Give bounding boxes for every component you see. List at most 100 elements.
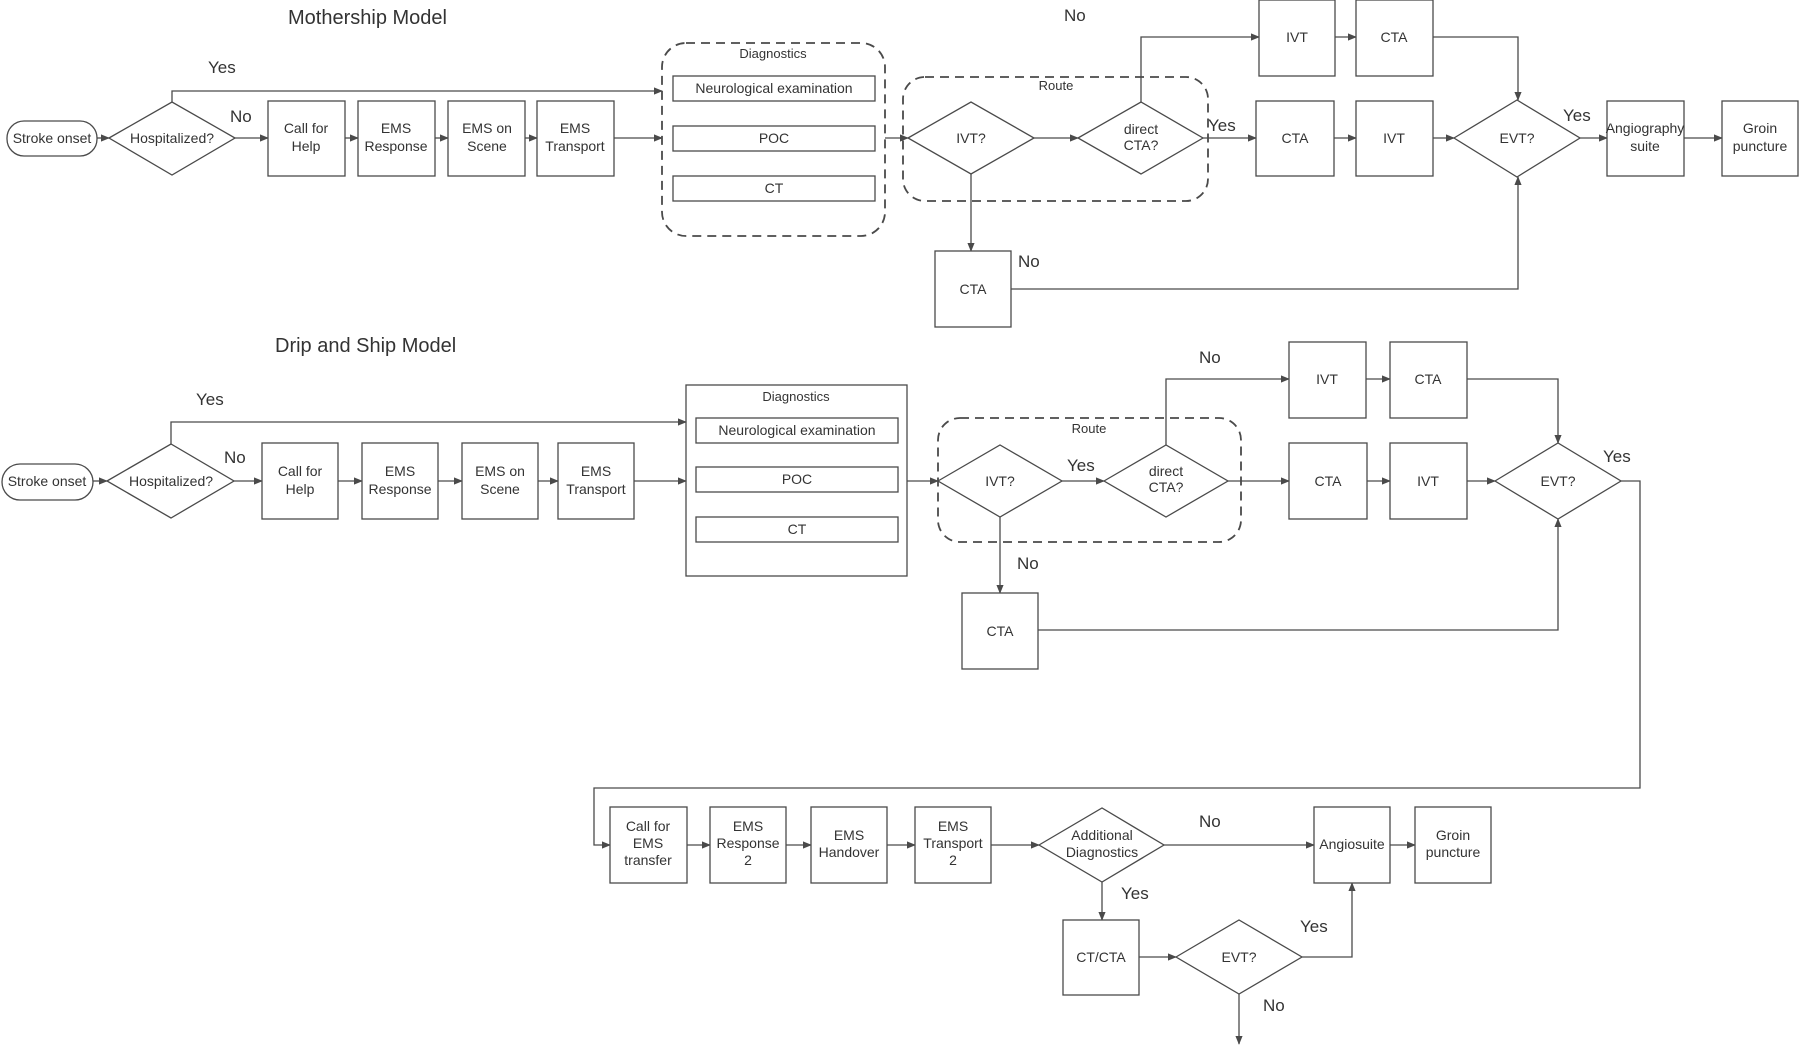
drip-ivt-decision [936, 444, 1064, 518]
drip-ct-node [695, 516, 899, 543]
additional-diagnostics-line2: Diagnostics [1066, 844, 1138, 860]
cta-top-node [1355, 0, 1434, 77]
angiography-line1: Angiography [1606, 120, 1685, 136]
evt-decision-label: EVT? [1499, 130, 1534, 146]
call-transfer-line1: Call for [626, 818, 671, 834]
direct-cta-line1: direct [1124, 121, 1158, 137]
drip-ct-label: CT [788, 521, 807, 537]
drip-direct-cta-line2: CTA? [1149, 479, 1184, 495]
drip-call-help-node [261, 442, 339, 520]
ct-cta-node [1062, 919, 1140, 996]
drip-stroke-onset-node [1, 463, 94, 501]
cta-low-label: CTA [960, 281, 988, 297]
ems-transport2-line1: EMS [938, 818, 968, 834]
ems-response2-line3: 2 [744, 852, 752, 868]
poc-label: POC [759, 130, 789, 146]
call-help-node [267, 100, 346, 177]
groin-line1: Groin [1743, 120, 1777, 136]
ems-transport2-line3: 2 [949, 852, 957, 868]
evt-decision [1452, 99, 1582, 178]
ct-cta-label: CT/CTA [1076, 949, 1126, 965]
neuro-exam-label: Neurological examination [695, 80, 852, 96]
route-label-2: Route [1072, 421, 1107, 436]
ems-response-node [357, 100, 436, 177]
cta-mid-label: CTA [1282, 130, 1310, 146]
mothership-title: Mothership Model [288, 7, 447, 29]
direct-cta-line2: CTA? [1124, 137, 1159, 153]
ems-transport-line1: EMS [560, 120, 590, 136]
angiosuite-node [1313, 806, 1391, 884]
drip-ems-response-node [361, 442, 439, 520]
call-transfer-node [609, 806, 688, 884]
cta-low-node [934, 250, 1012, 328]
call-help-line1: Call for [284, 120, 329, 136]
edge-label-no-evt2: No [1263, 996, 1285, 1015]
drip-edge-label-no-hosp: No [224, 448, 246, 467]
ivt-top-node [1258, 0, 1336, 77]
ems-transport-node [536, 100, 615, 177]
drip-call-help-line2: Help [286, 481, 315, 497]
edge-label-yes-direct: Yes [1208, 116, 1236, 135]
direct-cta-decision [1076, 101, 1205, 175]
drip-ivt-top-label: IVT [1316, 371, 1338, 387]
ivt-mid-label: IVT [1383, 130, 1405, 146]
drip-poc-node [695, 466, 899, 493]
ct-label: CT [765, 180, 784, 196]
ems-scene-line2: Scene [467, 138, 507, 154]
drip-neuro-exam-label: Neurological examination [718, 422, 875, 438]
ivt-mid-node [1355, 100, 1434, 177]
drip-cta-low-label: CTA [987, 623, 1015, 639]
edge-label-no-direct: No [1064, 6, 1086, 25]
edge-label-no-additional: No [1199, 812, 1221, 831]
evt2-decision-label: EVT? [1221, 949, 1256, 965]
ems-transport-line2: Transport [545, 138, 605, 154]
poc-node [672, 125, 876, 152]
ems-transport2-node [914, 806, 992, 884]
drip-neuro-exam-node [695, 417, 899, 444]
drip-edge-label-yes-ivt: Yes [1067, 456, 1095, 475]
evt2-decision [1174, 919, 1304, 995]
ems-scene-node [447, 100, 526, 177]
ivt-decision [906, 101, 1036, 175]
ems-response2-line2: Response [716, 835, 779, 851]
route-group-1 [902, 76, 1209, 202]
drip-edge-label-yes-evt: Yes [1603, 447, 1631, 466]
drip-edge-label-no-direct: No [1199, 348, 1221, 367]
drip-ivt-decision-label: IVT? [985, 473, 1015, 489]
groin-node [1721, 100, 1799, 177]
call-transfer-line3: transfer [624, 852, 672, 868]
drip-ivt-top-node [1288, 341, 1367, 419]
groin-line2: puncture [1733, 138, 1788, 154]
drip-ems-transport-line1: EMS [581, 463, 611, 479]
drip-groin-line2: puncture [1426, 844, 1481, 860]
drip-direct-cta-decision [1102, 444, 1230, 518]
drip-ems-response-line1: EMS [385, 463, 415, 479]
edge-label-no-hosp: No [230, 107, 252, 126]
call-help-line2: Help [292, 138, 321, 154]
drip-cta-mid-node [1288, 442, 1368, 520]
drip-hospitalized-label: Hospitalized? [129, 473, 213, 489]
drip-poc-label: POC [782, 471, 812, 487]
drip-cta-top-node [1389, 341, 1468, 419]
drip-ems-scene-node [461, 442, 539, 520]
drip-evt-decision [1493, 442, 1623, 520]
diagnostics-label-1: Diagnostics [739, 46, 807, 61]
call-transfer-line2: EMS [633, 835, 663, 851]
hospitalized-decision [107, 101, 237, 176]
cta-mid-node [1255, 100, 1335, 177]
ems-transport2-line2: Transport [923, 835, 983, 851]
ems-scene-line1: EMS on [462, 120, 512, 136]
angiography-node [1606, 100, 1685, 177]
drip-groin-line1: Groin [1436, 827, 1470, 843]
ivt-decision-label: IVT? [956, 130, 986, 146]
drip-ems-transport-node [557, 442, 635, 520]
drip-cta-top-label: CTA [1415, 371, 1443, 387]
drip-title: Drip and Ship Model [275, 335, 456, 357]
drip-call-help-line1: Call for [278, 463, 323, 479]
drip-cta-low-node [961, 592, 1039, 670]
route-label-1: Route [1039, 78, 1074, 93]
edge-label-yes-evt2: Yes [1300, 917, 1328, 936]
drip-ivt-mid-label: IVT [1417, 473, 1439, 489]
drip-ems-scene-line2: Scene [480, 481, 520, 497]
drip-direct-cta-line1: direct [1149, 463, 1183, 479]
